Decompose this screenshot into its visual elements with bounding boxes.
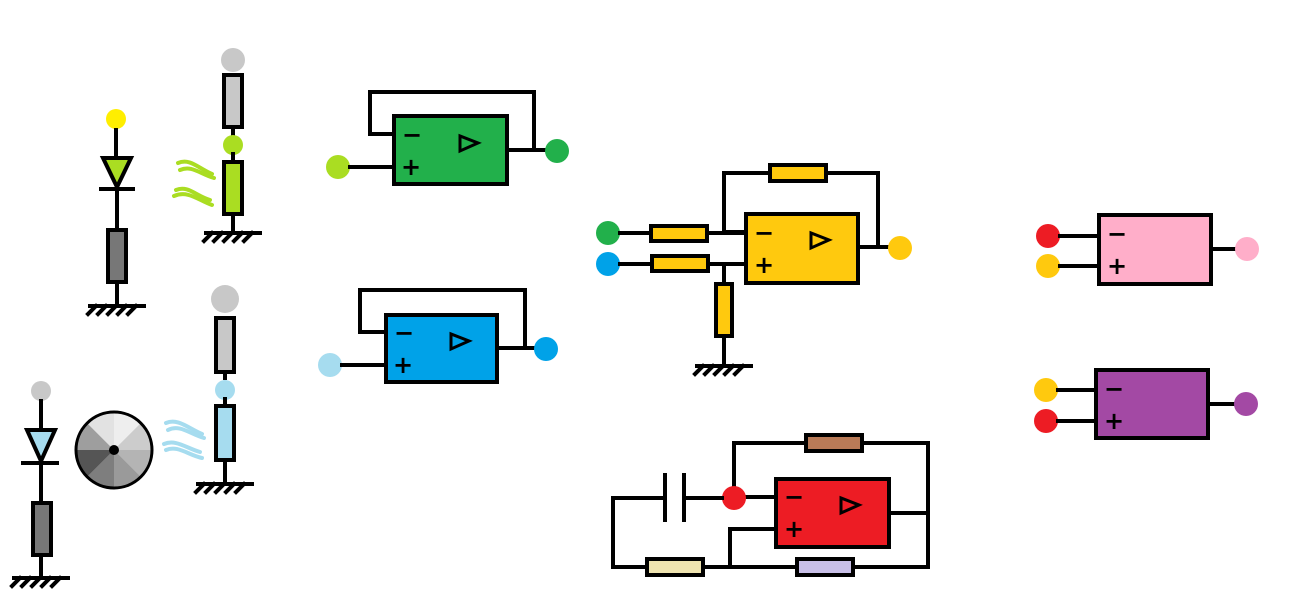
ground-icon <box>193 481 254 495</box>
node-pink-output <box>1235 237 1259 261</box>
opamp-minus-sign: − <box>1107 220 1127 248</box>
resistor-icon <box>795 557 855 577</box>
opamp-purple-comparator: − + <box>1034 368 1258 440</box>
grayscale-disc-icon <box>74 410 154 490</box>
resistor-icon <box>804 433 864 453</box>
opamp-red-integrator: − + <box>611 433 930 577</box>
divider-light-blue <box>193 285 254 495</box>
resistor-icon <box>645 557 705 577</box>
node-grey-top <box>221 48 245 72</box>
light-wave-icon <box>172 159 216 207</box>
op-amp-icon <box>392 114 509 186</box>
node-lime <box>223 135 243 155</box>
resistor-icon <box>768 163 828 183</box>
node-grey-small <box>31 381 51 401</box>
ground-icon <box>85 303 146 317</box>
node-green-input <box>596 221 620 245</box>
node-yellow <box>106 109 126 129</box>
opamp-minus-sign: − <box>402 121 422 149</box>
opamp-minus-sign: − <box>394 319 414 347</box>
op-amp-icon <box>809 230 833 251</box>
resistor-icon <box>31 501 53 557</box>
opamp-minus-sign: − <box>1104 375 1124 403</box>
node-lime-input <box>326 155 350 179</box>
op-amp-icon <box>1097 213 1213 286</box>
opamp-plus-sign: + <box>401 153 421 181</box>
node-amber-input <box>1036 254 1060 278</box>
opamp-amber-differential: − + <box>596 163 912 377</box>
node-green-output <box>545 139 569 163</box>
resistor-icon <box>714 282 734 338</box>
resistor-icon <box>649 224 709 243</box>
op-amp-icon <box>384 313 499 384</box>
opamp-plus-sign: + <box>393 351 413 379</box>
node-blue-output <box>534 337 558 361</box>
divider-lime <box>201 48 262 244</box>
resistor-icon <box>222 73 244 129</box>
node-amber-input <box>1034 378 1058 402</box>
opamp-blue-buffer: − + <box>318 288 558 384</box>
resistor-icon <box>222 160 244 216</box>
op-amp-icon <box>458 133 482 154</box>
led-branch-yellow <box>85 109 146 317</box>
resistor-icon <box>650 254 710 273</box>
node-blue-input <box>596 252 620 276</box>
resistor-icon <box>214 404 236 462</box>
opamp-minus-sign: − <box>754 219 774 247</box>
ground-icon <box>692 363 753 377</box>
led-branch-light-blue <box>9 381 70 589</box>
node-red-input <box>722 486 746 510</box>
resistor-icon <box>214 316 236 374</box>
node-red-input <box>1034 409 1058 433</box>
node-amber-output <box>888 236 912 260</box>
light-wave-icon <box>162 419 206 460</box>
opamp-plus-sign: + <box>1104 407 1124 435</box>
resistor-icon <box>106 228 128 284</box>
op-amp-icon <box>774 477 891 549</box>
node-light-blue-small <box>215 380 235 400</box>
diode-icon <box>99 156 135 192</box>
node-grey-mid <box>211 285 239 313</box>
opamp-plus-sign: + <box>784 515 804 543</box>
op-amp-icon <box>744 212 860 285</box>
opamp-plus-sign: + <box>1107 252 1127 280</box>
opamp-pink-comparator: − + <box>1036 213 1259 286</box>
capacitor-icon <box>663 473 686 522</box>
opamp-plus-sign: + <box>754 251 774 279</box>
ground-icon <box>201 230 262 244</box>
ground-icon <box>9 575 70 589</box>
opamp-minus-sign: − <box>784 483 804 511</box>
op-amp-icon <box>839 495 863 516</box>
op-amp-icon <box>449 331 473 352</box>
diode-icon <box>23 428 59 466</box>
node-red-input <box>1036 224 1060 248</box>
node-light-blue-input <box>318 353 342 377</box>
opamp-green-buffer: − + <box>326 90 569 186</box>
node-purple-output <box>1234 392 1258 416</box>
